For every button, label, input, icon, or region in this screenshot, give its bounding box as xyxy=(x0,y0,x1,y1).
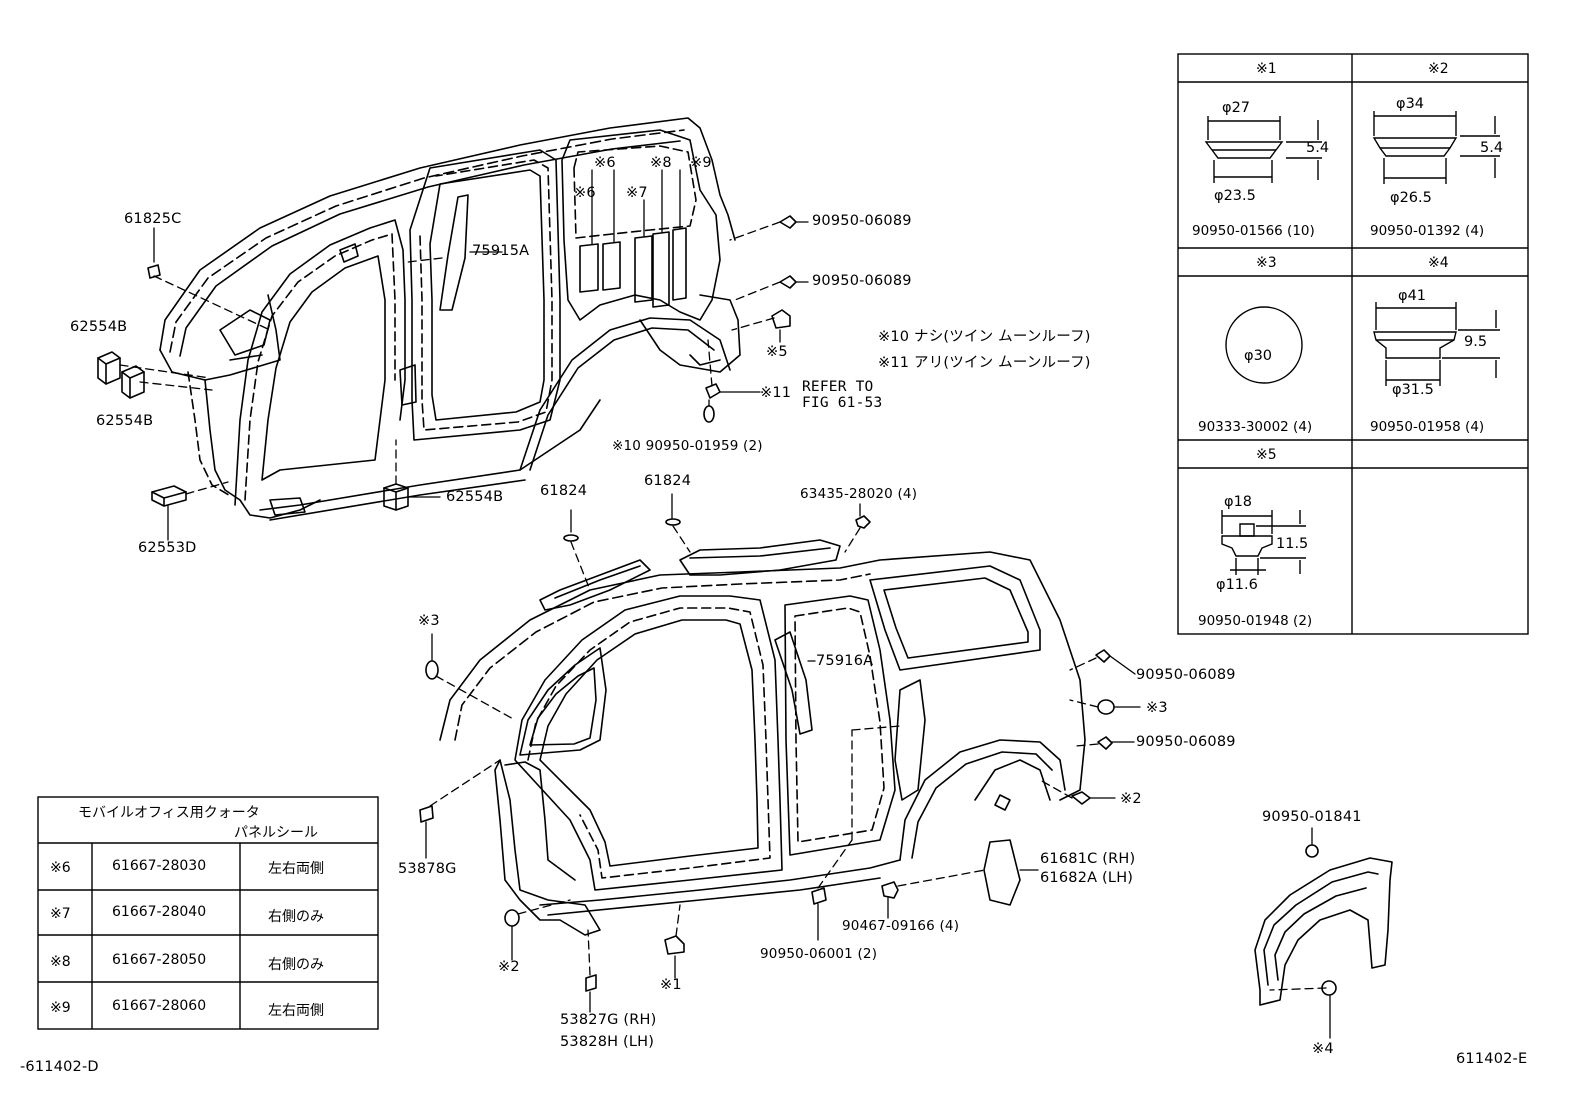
spec5-dim-bottom: φ11.6 xyxy=(1216,577,1258,593)
spec-header-3: ※3 xyxy=(1256,255,1277,271)
upper-leaders-solid xyxy=(153,169,809,541)
label-s5: ※5 xyxy=(766,344,788,360)
spec1-part: 90950-01566 (10) xyxy=(1192,223,1315,239)
spec3-dim-dia: φ30 xyxy=(1244,348,1273,364)
spec-drawings xyxy=(1204,111,1500,575)
label-s6-top: ※6 xyxy=(594,155,616,171)
upper-inner-panel xyxy=(159,117,741,521)
footer-left-code: -611402-D xyxy=(20,1059,99,1075)
spec4-part: 90950-01958 (4) xyxy=(1370,419,1485,435)
mobile-row-4-mark: ※9 xyxy=(50,1000,71,1016)
spec1-dim-inner: φ23.5 xyxy=(1214,188,1256,204)
label-s4: ※4 xyxy=(1312,1041,1334,1057)
label-61682a: 61682A (LH) xyxy=(1040,870,1134,886)
label-90950-01841: 90950-01841 xyxy=(1262,809,1362,825)
spec-header-5: ※5 xyxy=(1256,447,1277,463)
mobile-row-4-side: 左右両側 xyxy=(268,1003,324,1019)
label-61824-b: 61824 xyxy=(644,473,692,489)
label-refer-to: REFER TO xyxy=(802,379,874,395)
spec5-dim-height: 11.5 xyxy=(1276,536,1309,552)
mobile-row-1-part: 61667-28030 xyxy=(112,858,207,874)
label-s8: ※8 xyxy=(650,155,672,171)
label-90467-09166: 90467-09166 (4) xyxy=(842,918,960,934)
spec1-dim-height: 5.4 xyxy=(1306,140,1330,156)
mobile-row-3-side: 右側のみ xyxy=(268,957,324,973)
spec2-dim-outer: φ34 xyxy=(1396,96,1425,112)
spec2-part: 90950-01392 (4) xyxy=(1370,223,1485,239)
mobile-row-1-mark: ※6 xyxy=(50,860,71,876)
label-s3-left: ※3 xyxy=(418,613,440,629)
label-61681c: 61681C (RH) xyxy=(1040,851,1136,867)
mobile-row-1-side: 左右両側 xyxy=(268,861,324,877)
label-90950-06001: 90950-06001 (2) xyxy=(760,946,878,962)
label-63435-28020: 63435-28020 (4) xyxy=(800,486,918,502)
label-90950-06089-c: 90950-06089 xyxy=(1136,667,1236,683)
label-fig: FIG 61-53 xyxy=(802,395,883,411)
mobile-row-3-mark: ※8 xyxy=(50,954,71,970)
footer-right-code: 611402-E xyxy=(1456,1051,1528,1067)
spec-header-1: ※1 xyxy=(1256,61,1277,77)
spec4-dim-inner: φ31.5 xyxy=(1392,382,1434,398)
spec-table-grid xyxy=(1177,53,1529,635)
spec2-dim-height: 5.4 xyxy=(1480,140,1504,156)
label-62554b-a: 62554B xyxy=(70,319,128,335)
label-90950-06089-b: 90950-06089 xyxy=(812,273,912,289)
label-53878g: 53878G xyxy=(398,861,457,877)
label-75916a: 75916A xyxy=(816,653,874,669)
label-90950-06089-d: 90950-06089 xyxy=(1136,734,1236,750)
spec-header-2: ※2 xyxy=(1428,61,1449,77)
spec1-dim-outer: φ27 xyxy=(1222,100,1251,116)
label-s11: ※11 xyxy=(760,385,792,401)
upper-leaders xyxy=(119,221,781,495)
label-s2-left: ※2 xyxy=(498,959,520,975)
mobile-table-grid xyxy=(37,796,379,1030)
mobile-row-2-side: 右側のみ xyxy=(268,909,324,925)
mobile-row-2-part: 61667-28040 xyxy=(112,904,207,920)
label-s10-part: ※10 90950-01959 (2) xyxy=(612,438,763,454)
mobile-table-title-2: パネルシール xyxy=(234,825,318,841)
label-90950-06089-a: 90950-06089 xyxy=(812,213,912,229)
lower-loose-parts xyxy=(419,515,1393,1006)
spec4-dim-outer: φ41 xyxy=(1398,288,1427,304)
note-s11: ※11 アリ(ツイン ムーンルーフ) xyxy=(878,355,1091,371)
label-75915a: 75915A xyxy=(472,243,530,259)
lower-leaders-solid xyxy=(425,493,1331,1039)
label-53828h: 53828H (LH) xyxy=(560,1034,655,1050)
note-s10: ※10 ナシ(ツイン ムーンルーフ) xyxy=(878,329,1091,345)
spec2-dim-inner: φ26.5 xyxy=(1390,190,1432,206)
label-61825c: 61825C xyxy=(124,211,182,227)
spec-header-4: ※4 xyxy=(1428,255,1449,271)
label-s1: ※1 xyxy=(660,977,682,993)
mobile-row-2-mark: ※7 xyxy=(50,906,71,922)
spec3-part: 90333-30002 (4) xyxy=(1198,419,1313,435)
spec4-dim-height: 9.5 xyxy=(1464,334,1488,350)
label-s9: ※9 xyxy=(690,155,712,171)
label-62554b-c: 62554B xyxy=(446,489,504,505)
lower-outer-panel xyxy=(439,539,1086,936)
mobile-table-title-1: モバイルオフィス用クォータ xyxy=(78,805,260,821)
mobile-row-4-part: 61667-28060 xyxy=(112,998,207,1014)
spec5-part: 90950-01948 (2) xyxy=(1198,613,1313,629)
lower-leaders xyxy=(429,525,1327,991)
label-53827g: 53827G (RH) xyxy=(560,1012,657,1028)
label-62554b-b: 62554B xyxy=(96,413,154,429)
label-s6: ※6 xyxy=(574,185,596,201)
mobile-row-3-part: 61667-28050 xyxy=(112,952,207,968)
spec5-dim-top: φ18 xyxy=(1224,494,1253,510)
label-62553d: 62553D xyxy=(138,540,197,556)
label-s3-right: ※3 xyxy=(1146,700,1168,716)
label-61824-a: 61824 xyxy=(540,483,588,499)
label-s2-right: ※2 xyxy=(1120,791,1142,807)
label-s7: ※7 xyxy=(626,185,648,201)
